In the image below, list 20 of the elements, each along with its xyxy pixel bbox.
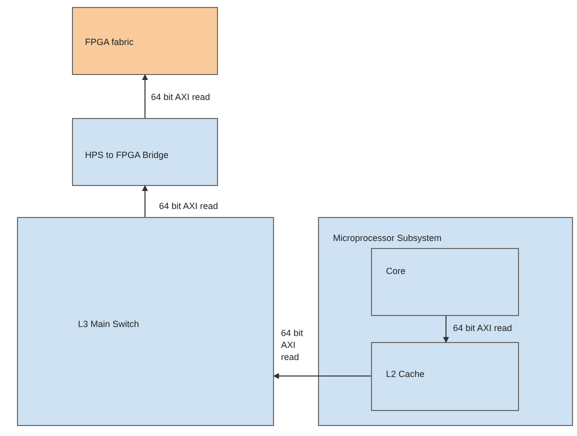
- box-label: Microprocessor Subsystem: [333, 232, 442, 245]
- edge-label: 64 bit AXI read: [159, 200, 220, 212]
- process-box: [371, 248, 519, 316]
- arrow: [443, 316, 449, 343]
- box-label: FPGA fabric: [85, 36, 134, 49]
- box-label: L3 Main Switch: [78, 318, 140, 331]
- process-box: [17, 217, 274, 426]
- edge-label: 64 bit AXI read: [281, 327, 304, 363]
- arrow: [142, 74, 148, 118]
- box-label: Core: [386, 265, 406, 278]
- box-label: L2 Cache: [386, 368, 425, 381]
- process-box: [371, 342, 519, 411]
- process-box: [72, 7, 218, 75]
- edge-label: 64 bit AXI read: [151, 91, 212, 103]
- process-box: [318, 217, 573, 426]
- process-box: [72, 118, 218, 186]
- box-label: HPS to FPGA Bridge: [85, 149, 169, 162]
- arrow: [273, 373, 372, 379]
- edge-label: 64 bit AXI read: [453, 322, 514, 334]
- arrow: [142, 185, 148, 218]
